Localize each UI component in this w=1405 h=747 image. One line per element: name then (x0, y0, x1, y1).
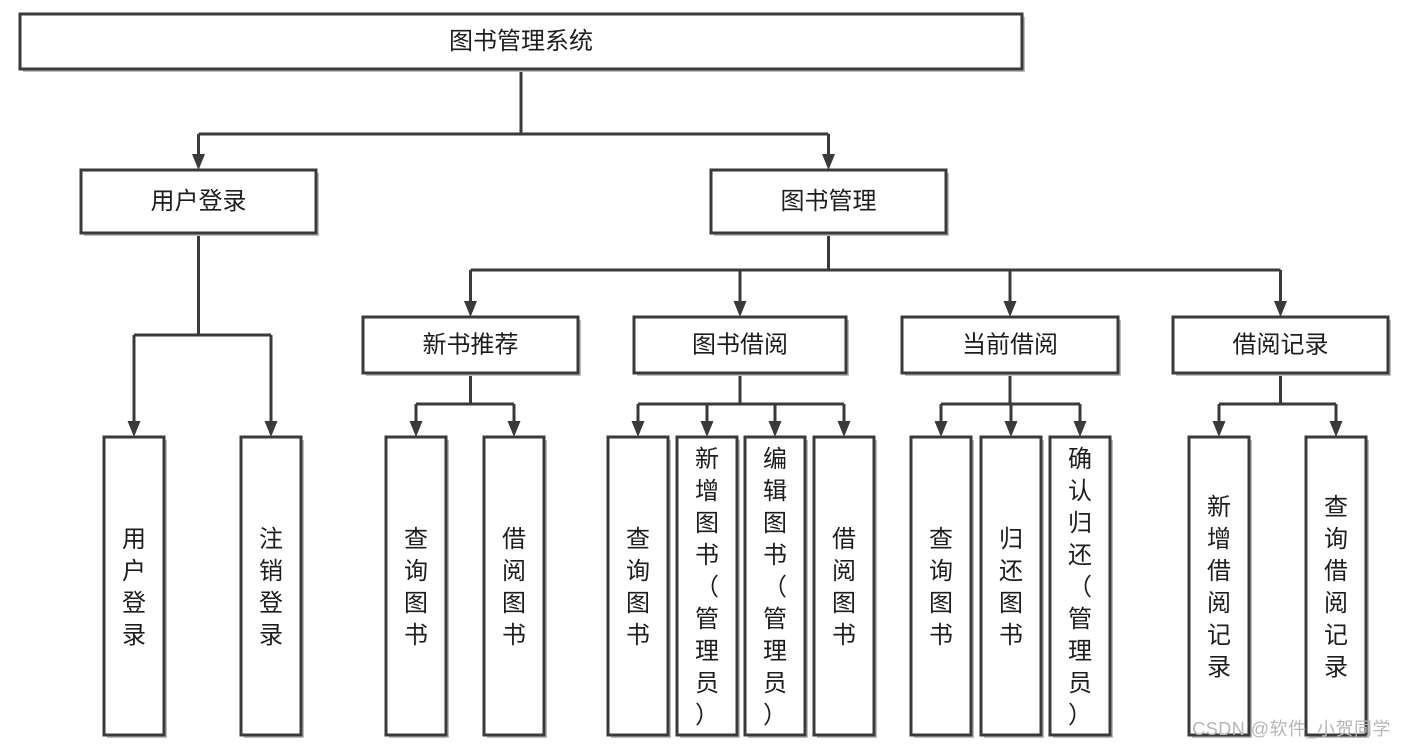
node-box (632, 315, 848, 375)
node-borrow[interactable]: 图书借阅 (632, 315, 849, 376)
node-label: 新增图书（管理员） (695, 446, 719, 729)
node-label: 查询借阅记录 (1324, 494, 1348, 681)
node-label: 查询图书 (929, 526, 953, 649)
node-label: 编辑图书（管理员） (763, 446, 787, 729)
node-label: 用户登录 (122, 526, 146, 649)
arrow-head-icon (1073, 421, 1087, 437)
node-label: 图书借阅 (692, 331, 788, 358)
node-newbook[interactable]: 新书推荐 (361, 315, 581, 376)
connector-group (934, 373, 1087, 437)
arrow-head-icon (192, 154, 205, 170)
arrow-head-icon (409, 421, 423, 437)
node-bookmgmt[interactable]: 图书管理 (709, 168, 949, 236)
node-label: 查询图书 (626, 526, 650, 649)
node-leaf-borrow-1[interactable]: 查询图书 (606, 435, 671, 738)
node-label: 新增借阅记录 (1207, 494, 1231, 681)
node-leaf-cur-2[interactable]: 归还图书 (979, 435, 1044, 738)
node-leaf-borrow-4[interactable]: 借阅图书 (812, 435, 877, 738)
arrow-head-icon (127, 421, 141, 437)
node-leaf-new-2[interactable]: 借阅图书 (482, 435, 547, 738)
node-label: 注销登录 (259, 526, 283, 649)
node-box (1187, 435, 1251, 737)
connector-group (409, 373, 521, 437)
node-box (482, 435, 546, 737)
node-label: 确认归还（管理员） (1068, 446, 1092, 729)
node-layer: 图书管理系统用户登录图书管理新书推荐图书借阅当前借阅借阅记录用户登录注销登录查询… (18, 12, 1391, 738)
arrow-head-icon (264, 421, 278, 437)
arrow-head-icon (1274, 301, 1287, 317)
node-label: 借阅图书 (502, 526, 526, 649)
node-label: 图书管理 (781, 188, 877, 215)
node-leaf-rec-1[interactable]: 新增借阅记录 (1187, 435, 1252, 738)
node-box (743, 435, 807, 737)
node-current[interactable]: 当前借阅 (900, 315, 1121, 376)
arrow-head-icon (1212, 421, 1226, 437)
arrow-head-icon (700, 421, 714, 437)
node-leaf-login-2[interactable]: 注销登录 (239, 435, 304, 738)
arrow-head-icon (768, 421, 782, 437)
node-label: 借阅记录 (1233, 331, 1329, 358)
node-label: 归还图书 (999, 526, 1023, 649)
node-records[interactable]: 借阅记录 (1171, 315, 1391, 376)
node-label: 借阅图书 (832, 526, 856, 649)
node-box (18, 12, 1024, 71)
node-root[interactable]: 图书管理系统 (18, 12, 1025, 72)
connector-group (631, 373, 851, 437)
arrow-head-icon (1004, 421, 1018, 437)
node-leaf-new-1[interactable]: 查询图书 (384, 435, 449, 738)
node-label: 查询图书 (404, 526, 428, 649)
node-leaf-borrow-2[interactable]: 新增图书（管理员） (675, 435, 740, 738)
node-box (812, 435, 876, 737)
node-box (384, 435, 448, 737)
node-leaf-rec-2[interactable]: 查询借阅记录 (1304, 435, 1369, 738)
node-leaf-cur-1[interactable]: 查询图书 (909, 435, 974, 738)
node-box (979, 435, 1043, 737)
node-box (1048, 435, 1112, 737)
node-leaf-login-1[interactable]: 用户登录 (102, 435, 167, 738)
node-label: 当前借阅 (962, 331, 1058, 358)
connector-group (192, 69, 835, 170)
node-box (1171, 315, 1390, 375)
arrow-head-icon (1003, 301, 1017, 317)
node-box (1304, 435, 1368, 737)
node-box (239, 435, 303, 737)
arrow-head-icon (464, 301, 477, 317)
connector-group (1212, 373, 1343, 437)
arrow-head-icon (733, 301, 747, 317)
arrow-head-icon (934, 421, 948, 437)
arrow-head-icon (1329, 421, 1343, 437)
connector-layer (127, 69, 1343, 437)
node-box (909, 435, 973, 737)
node-label: 用户登录 (151, 188, 247, 215)
node-box (900, 315, 1120, 375)
arrow-head-icon (837, 421, 851, 437)
node-leaf-borrow-3[interactable]: 编辑图书（管理员） (743, 435, 808, 738)
connector-group (127, 233, 278, 437)
connector-group (464, 233, 1287, 317)
node-box (675, 435, 739, 737)
node-box (361, 315, 580, 375)
node-label: 图书管理系统 (449, 28, 593, 55)
node-label: 新书推荐 (423, 331, 519, 358)
node-box (79, 168, 318, 235)
arrow-head-icon (507, 421, 521, 437)
arrow-head-icon (631, 421, 645, 437)
node-box (102, 435, 166, 737)
node-leaf-cur-3[interactable]: 确认归还（管理员） (1048, 435, 1113, 738)
arrow-head-icon (822, 154, 835, 170)
node-box (606, 435, 670, 737)
node-login[interactable]: 用户登录 (79, 168, 319, 236)
node-box (709, 168, 948, 235)
